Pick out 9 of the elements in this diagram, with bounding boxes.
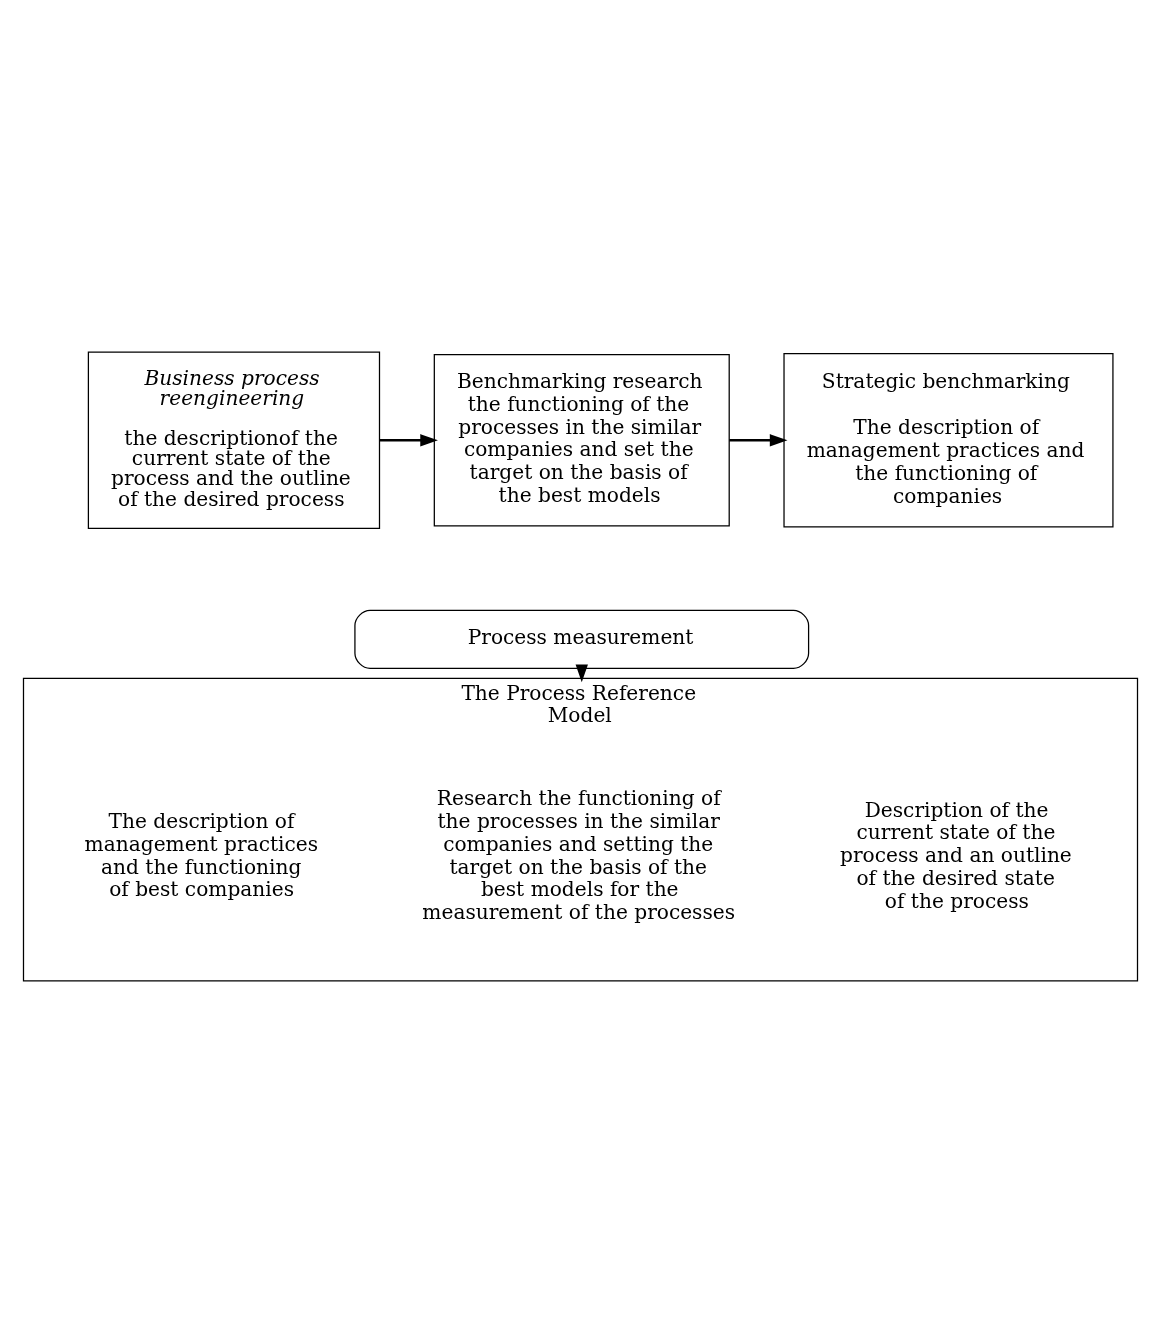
node-text: Description of the current state of the process and an outline of the desired state of the process (840, 797, 1072, 913)
node-text: The description of management practices and the functioning of best companies (84, 809, 319, 902)
node-box: Business process reengineering the descriptionof the current state of the process and the outline of the desired process (87, 351, 381, 530)
arrow (379, 434, 438, 447)
node-box: Strategic benchmarking The description of management practices and the functioning of companies (783, 353, 1114, 528)
node-box: Benchmarking research the functioning of the processes in the similar companies and set the target on the basis of the best models (433, 353, 730, 527)
node-text: Research the functioning of the processes in the similar companies and setting the target on the basis of the best models for the measurement of the processes (422, 786, 736, 924)
arrow (575, 664, 588, 683)
arrow (729, 434, 788, 447)
